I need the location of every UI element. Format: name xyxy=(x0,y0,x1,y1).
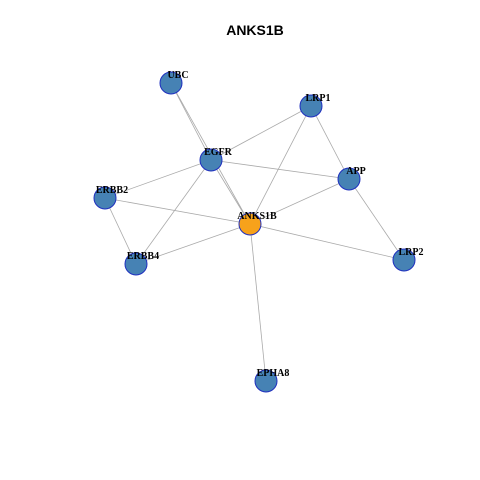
node-label-erbb2: ERBB2 xyxy=(96,185,128,196)
edge-erbb2-erbb4 xyxy=(104,197,137,265)
edge-app-lrp2 xyxy=(348,178,405,261)
node-label-epha8: EPHA8 xyxy=(257,368,290,379)
node-label-anks1b: ANKS1B xyxy=(237,211,277,222)
node-egfr xyxy=(199,148,223,172)
edge-egfr-lrp1 xyxy=(210,105,312,161)
node-erbb4 xyxy=(124,252,148,276)
node-app xyxy=(337,167,361,191)
edge-anks1b-epha8 xyxy=(249,223,267,382)
node-lrp1 xyxy=(299,94,323,118)
edge-anks1b-lrp2 xyxy=(249,223,405,261)
edge-egfr-erbb4 xyxy=(135,159,212,265)
edge-layer xyxy=(104,82,405,382)
edge-erbb4-anks1b xyxy=(135,223,251,265)
edge-ubc-egfr xyxy=(170,82,212,161)
edge-lrp1-anks1b xyxy=(249,105,312,225)
edge-erbb2-anks1b xyxy=(104,197,251,225)
edge-lrp1-app xyxy=(310,105,350,180)
node-label-lrp1: LRP1 xyxy=(306,93,331,104)
diagram-title: ANKS1B xyxy=(226,22,284,38)
node-erbb2 xyxy=(93,186,117,210)
node-ubc xyxy=(159,71,183,95)
node-anks1b xyxy=(238,212,262,236)
node-epha8 xyxy=(254,369,278,393)
node-label-lrp2: LRP2 xyxy=(399,247,424,258)
node-label-egfr: EGFR xyxy=(204,147,233,158)
edge-egfr-app xyxy=(210,159,350,180)
node-label-app: APP xyxy=(346,166,365,177)
node-layer xyxy=(93,71,416,393)
node-label-ubc: UBC xyxy=(167,70,188,81)
node-lrp2 xyxy=(392,248,416,272)
node-label-erbb4: ERBB4 xyxy=(127,251,159,262)
edge-egfr-erbb2 xyxy=(104,159,212,199)
edge-egfr-anks1b xyxy=(210,159,251,225)
edge-app-anks1b xyxy=(249,178,350,225)
